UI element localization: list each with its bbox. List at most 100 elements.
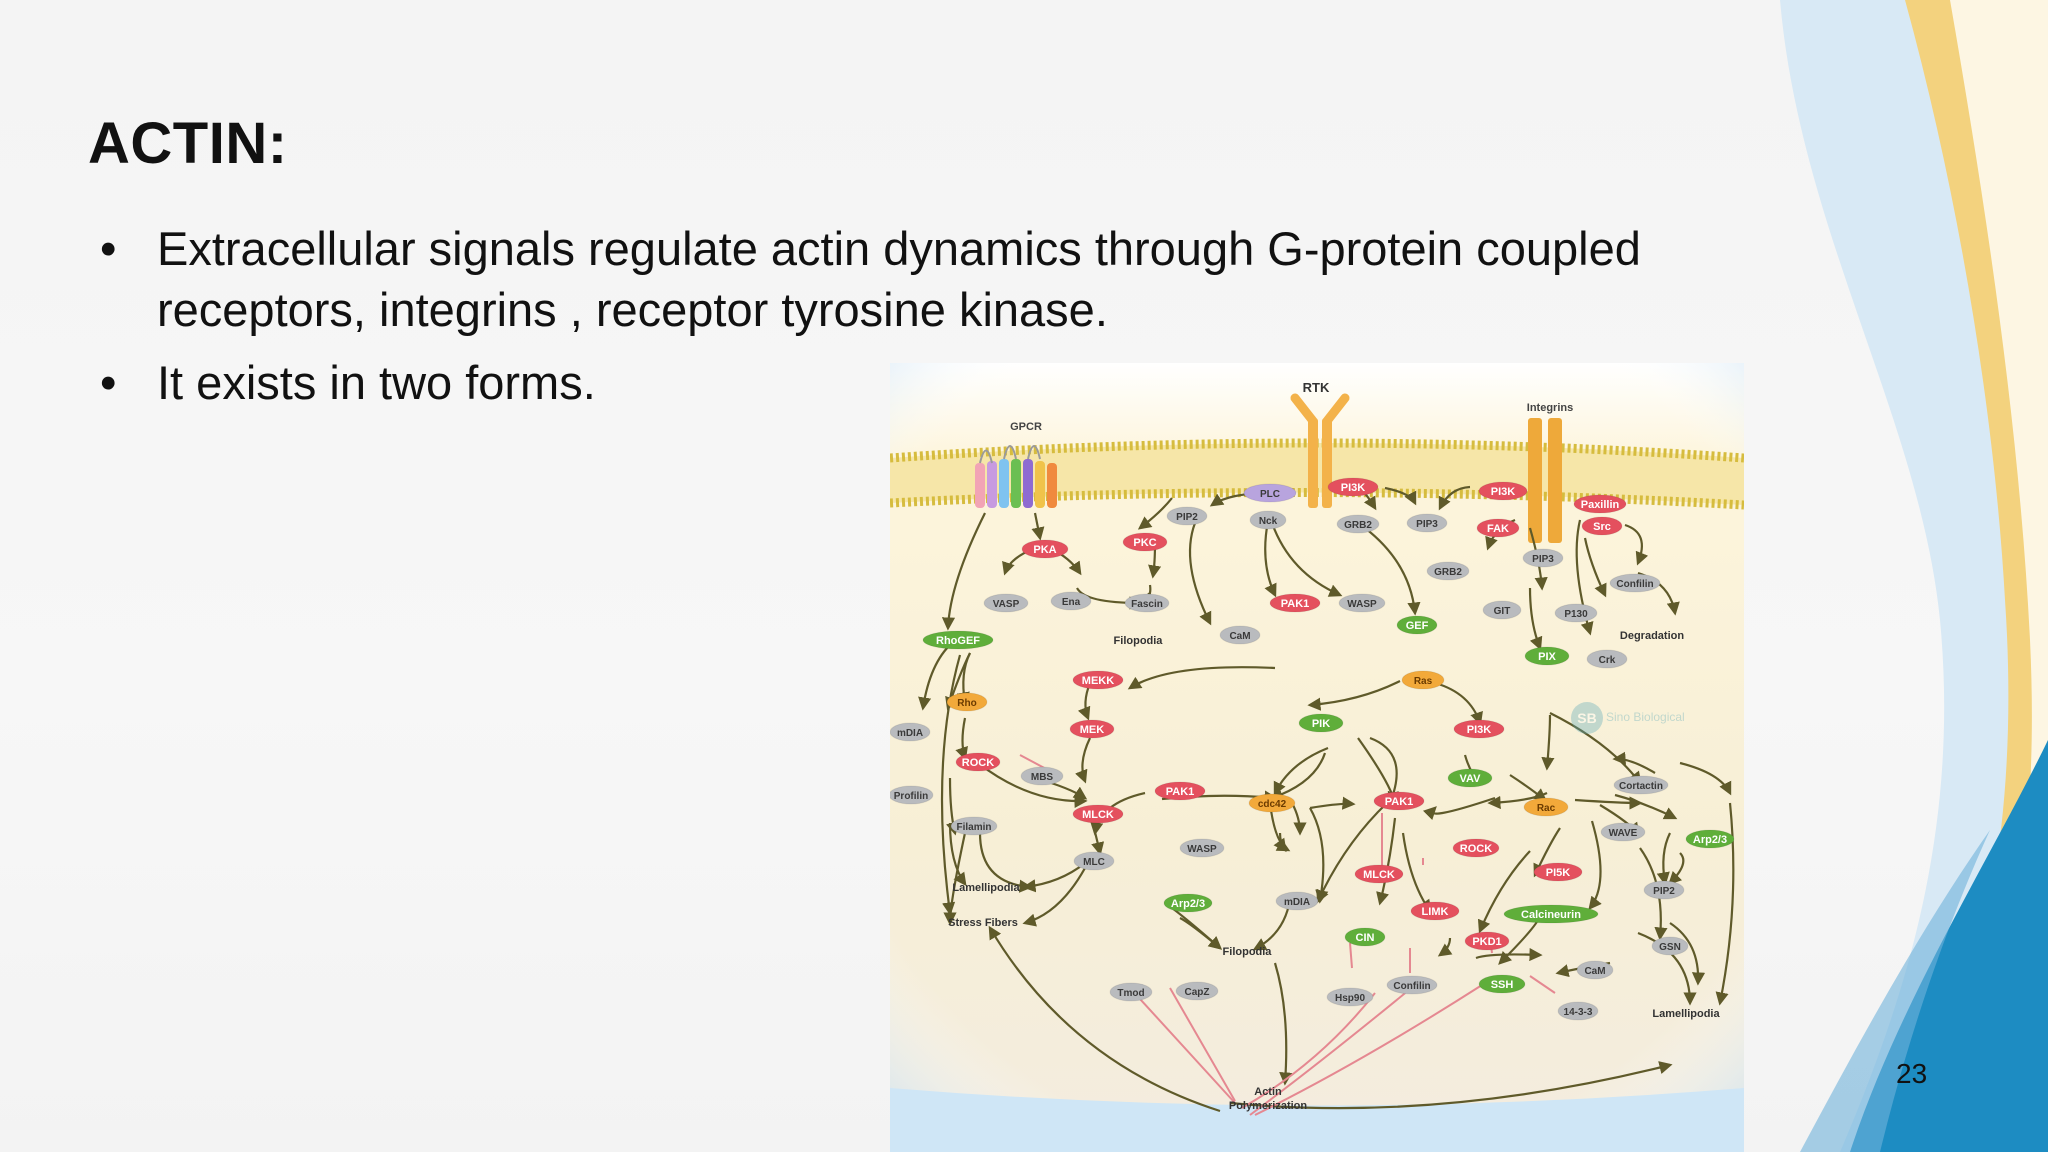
lamellipodia-label: Lamellipodia: [1652, 1008, 1720, 1020]
node-mlck-a: MLCK: [1072, 804, 1124, 824]
inhibition-lines: [1019, 754, 1556, 1116]
node-label: PKA: [1033, 544, 1056, 556]
node-shape: [1154, 781, 1206, 801]
lamellipodia-label: Lamellipodia: [952, 882, 1020, 894]
node-shape: [1298, 713, 1344, 733]
node-arp23-b: Arp2/3: [1163, 893, 1213, 913]
node-profilin: Profilin: [890, 785, 934, 805]
node-shape: [1109, 982, 1153, 1002]
node-shape: [890, 722, 931, 742]
node-src: Src: [1581, 516, 1623, 536]
node-pi3k-c: PI3K: [1453, 719, 1505, 739]
node-shape: [1406, 513, 1448, 533]
node-mdia-b: mDIA: [1275, 891, 1319, 911]
node-pkd1: PKD1: [1464, 931, 1510, 951]
node-limk: LIMK: [1410, 901, 1460, 921]
bullet-item: • Extracellular signals regulate actin d…: [100, 218, 1800, 340]
node-shape: [1050, 591, 1092, 611]
node-rock-b: ROCK: [1452, 838, 1500, 858]
node-label: PIX: [1538, 651, 1556, 663]
node-label: GSN: [1659, 942, 1681, 953]
node-label: Cortactin: [1619, 781, 1663, 792]
node-label: CapZ: [1185, 987, 1210, 998]
node-shape: [922, 630, 994, 650]
node-shape: [1373, 791, 1425, 811]
node-label: WASP: [1347, 599, 1377, 610]
node-shape: [890, 785, 934, 805]
wave-blue-light: [1800, 830, 1990, 1152]
node-label: PAK1: [1166, 786, 1195, 798]
node-label: mDIA: [897, 728, 923, 739]
node-shape: [1464, 931, 1510, 951]
node-pix: PIX: [1524, 646, 1570, 666]
node-shape: [1600, 822, 1646, 842]
node-confilin-a: Confilin: [1609, 573, 1661, 593]
node-label: ROCK: [1460, 843, 1492, 855]
node-label: RhoGEF: [936, 635, 980, 647]
node-label: VAV: [1460, 773, 1482, 785]
node-label: MLCK: [1363, 869, 1395, 881]
node-label: Arp2/3: [1171, 898, 1205, 910]
node-label: GRB2: [1344, 520, 1372, 531]
rtk-receptor: [1290, 393, 1350, 508]
node-label: PIP2: [1653, 886, 1675, 897]
node-calcineurin: Calcineurin: [1503, 904, 1599, 924]
node-shape: [1524, 646, 1570, 666]
filopodia-label: Filopodia: [1223, 946, 1273, 958]
node-shape: [1354, 864, 1404, 884]
node-label: MLC: [1083, 857, 1105, 868]
node-rock-a: ROCK: [955, 752, 1001, 772]
node-label: Paxillin: [1581, 499, 1620, 511]
integrins-label: Integrins: [1527, 402, 1573, 414]
node-label: PAK1: [1281, 598, 1310, 610]
node-shape: [1275, 891, 1319, 911]
watermark-logo: SB: [1577, 710, 1596, 726]
node-shape: [1386, 975, 1438, 995]
wave-white: [1940, 0, 2048, 1152]
node-shape: [1557, 1001, 1599, 1021]
node-label: PI3K: [1341, 482, 1366, 494]
node-pi5k: PI5K: [1533, 862, 1583, 882]
node-label: PI3K: [1491, 486, 1516, 498]
node-cdc42: cdc42: [1248, 793, 1296, 813]
node-pip2-b: PIP2: [1643, 880, 1685, 900]
node-ras: Ras: [1401, 670, 1445, 690]
node-p1433: 14-3-3: [1557, 1001, 1599, 1021]
node-shape: [1243, 483, 1297, 503]
node-git: GIT: [1482, 600, 1522, 620]
bottom-blue-band: [890, 1088, 1744, 1152]
node-shape: [1576, 960, 1614, 980]
node-shape: [1447, 768, 1493, 788]
node-capz: CapZ: [1175, 981, 1219, 1001]
node-label: cdc42: [1258, 799, 1287, 810]
node-shape: [1478, 481, 1528, 501]
node-label: CaM: [1229, 631, 1250, 642]
node-wasp-b: WASP: [1179, 838, 1225, 858]
bullet-text: It exists in two forms.: [157, 356, 596, 409]
node-mek: MEK: [1069, 719, 1115, 739]
node-label: GIT: [1494, 606, 1511, 617]
node-shape: [1249, 510, 1287, 530]
node-label: LIMK: [1422, 906, 1449, 918]
node-shape: [1523, 797, 1569, 817]
node-shape: [1685, 829, 1735, 849]
node-shape: [1021, 539, 1069, 559]
node-gef: GEF: [1396, 615, 1438, 635]
node-mlc: MLC: [1073, 851, 1115, 871]
integrin-receptor: [1528, 418, 1562, 543]
node-label: PIP3: [1416, 519, 1438, 530]
node-shape: [1326, 987, 1374, 1007]
node-grb2-a: GRB2: [1336, 514, 1380, 534]
node-label: Crk: [1599, 655, 1616, 666]
node-label: Tmod: [1117, 988, 1144, 999]
node-mbs: MBS: [1020, 766, 1064, 786]
node-pip3-a: PIP3: [1406, 513, 1448, 533]
node-tmod: Tmod: [1109, 982, 1153, 1002]
node-cin: CIN: [1344, 927, 1386, 947]
node-shape: [1452, 838, 1500, 858]
node-shape: [1482, 600, 1522, 620]
node-shape: [1072, 804, 1124, 824]
node-label: Filamin: [956, 822, 991, 833]
node-shape: [1503, 904, 1599, 924]
